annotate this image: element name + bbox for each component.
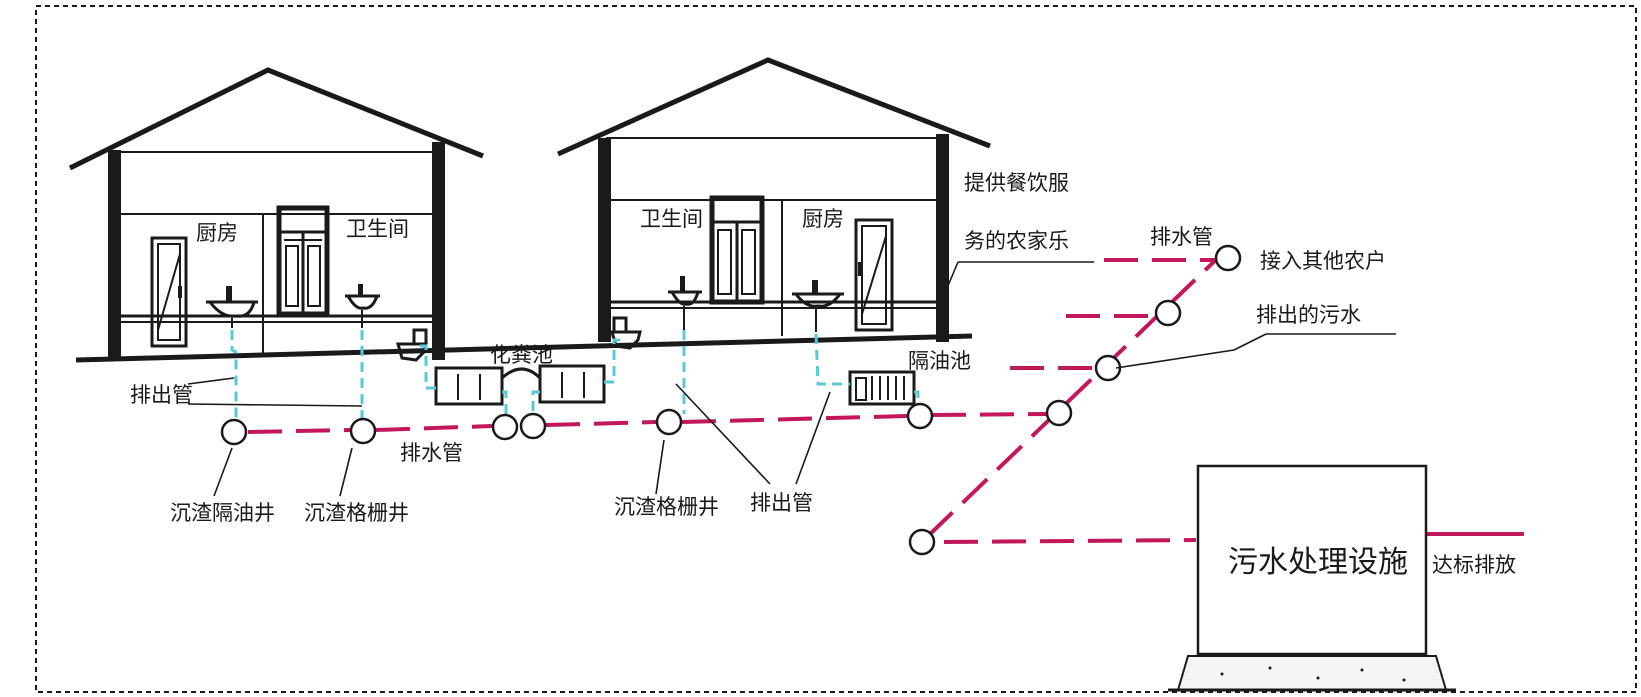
well-septic-out [519, 412, 547, 440]
well-grease-trap [220, 418, 248, 446]
house-left-window [276, 205, 330, 317]
house-right-roof [556, 57, 991, 157]
well-grate-left [349, 417, 377, 445]
leader-lines [187, 261, 1396, 497]
label-farmhouse-line2: 务的农家乐 [964, 229, 1069, 253]
label-treatment-facility: 污水处理设施 [1228, 545, 1408, 580]
well-septic-in [491, 413, 519, 441]
well-grease-tank [906, 402, 934, 430]
label-toilet-left: 卫生间 [346, 217, 409, 241]
washbasin-left [345, 284, 380, 328]
label-kitchen-left: 厨房 [196, 221, 238, 245]
house-left-roof [68, 67, 484, 171]
label-discharge-compliant: 达标排放 [1432, 553, 1516, 577]
label-well-grate-right: 沉渣格栅井 [614, 495, 719, 519]
label-toilet-right: 卫生间 [640, 207, 703, 231]
house-left [68, 67, 484, 360]
well-main-4 [1214, 244, 1242, 272]
grease-tank [848, 370, 916, 406]
house-left-wall-right [432, 142, 445, 360]
branch-pipes [230, 330, 920, 420]
toilet-bowl-left [396, 328, 428, 362]
well-main-1 [1045, 399, 1073, 427]
house-left-wall-left [108, 150, 121, 360]
septic-tank [434, 364, 606, 406]
label-farmhouse-line1: 提供餐饮服 [964, 171, 1069, 195]
house-right [556, 57, 991, 342]
kitchen-sink-right [792, 280, 844, 332]
house-right-wall-right [936, 134, 949, 342]
house-right-door [854, 218, 894, 332]
label-outlet-pipe-left: 排出管 [130, 383, 193, 407]
label-well-grate-left: 沉渣格栅井 [304, 501, 409, 525]
label-drain-pipe-right: 排水管 [1150, 225, 1213, 249]
label-septic-tank: 化粪池 [490, 343, 553, 367]
label-outlet-pipe-right: 排出管 [750, 491, 813, 515]
well-main-5 [908, 528, 936, 556]
label-kitchen-right: 厨房 [802, 207, 844, 231]
label-discharged-sewage: 排出的污水 [1256, 303, 1361, 327]
treatment-facility [1168, 464, 1456, 692]
well-grate-right [655, 408, 683, 436]
label-other-households: 接入其他农户 [1260, 249, 1386, 273]
well-main-3 [1154, 299, 1182, 327]
house-left-door [150, 236, 188, 348]
house-right-wall-left [598, 138, 611, 342]
kitchen-sink-left [206, 286, 258, 328]
washbasin-right [668, 276, 702, 330]
inspection-wells [220, 244, 1242, 556]
label-grease-tank: 隔油池 [908, 349, 971, 373]
house-right-window [709, 195, 765, 305]
label-drain-pipe-left: 排水管 [400, 441, 463, 465]
label-well-grease: 沉渣隔油井 [170, 501, 275, 525]
ground-line [75, 333, 973, 363]
